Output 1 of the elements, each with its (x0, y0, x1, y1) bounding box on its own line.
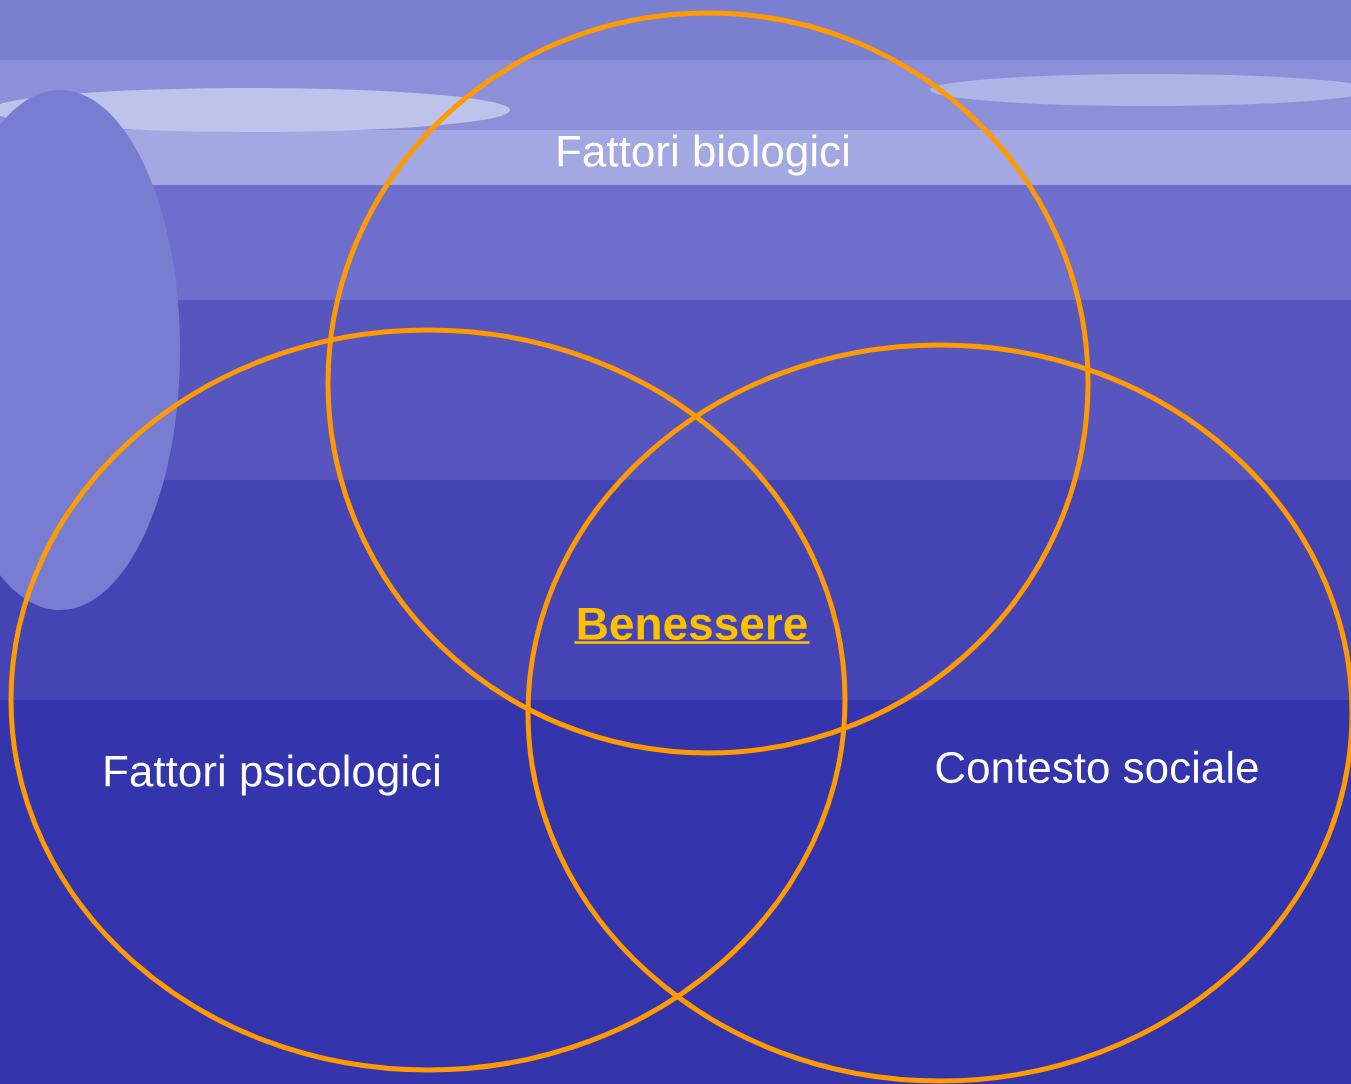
center-label: Benessere (574, 607, 810, 644)
